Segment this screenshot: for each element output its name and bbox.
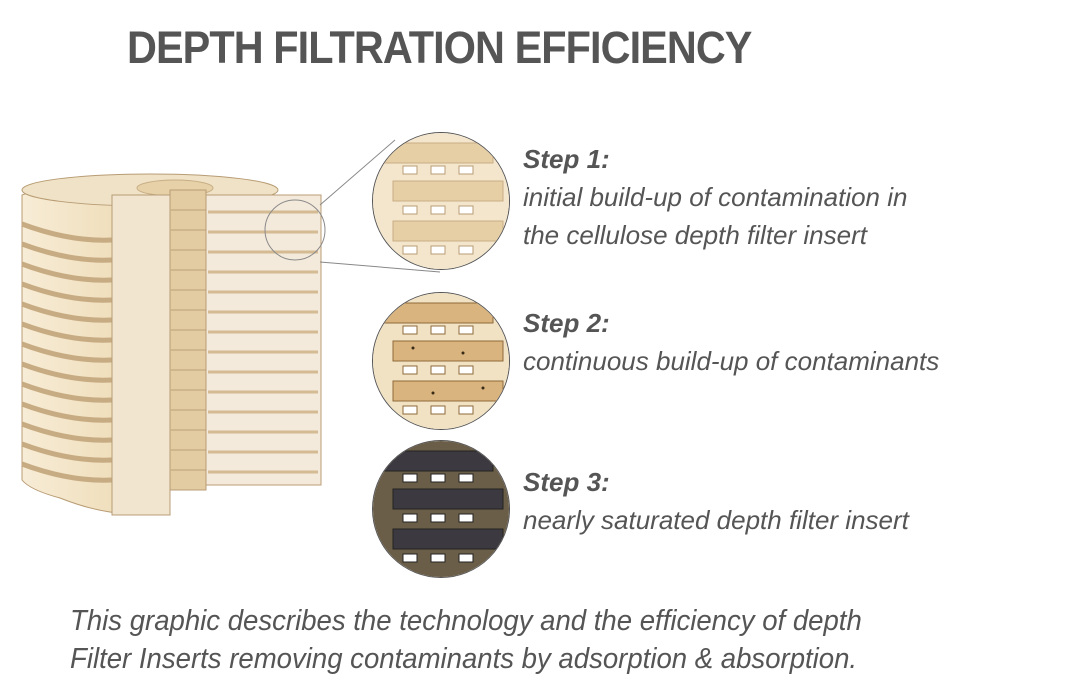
step-2: Step 2: continuous build-up of contamina… [523,304,939,380]
step-3: Step 3: nearly saturated depth filter in… [523,463,909,539]
step-1-line-1: initial build-up of contamination in [523,182,908,212]
caption: This graphic describes the technology an… [70,602,862,678]
caption-line-1: This graphic describes the technology an… [70,605,862,637]
step3-detail-circle [372,440,510,578]
step-3-line-1: nearly saturated depth filter insert [523,505,909,535]
step-2-line-1: continuous build-up of contaminants [523,346,940,376]
page-title: DEPTH FILTRATION EFFICIENCY [127,22,752,73]
step1-detail-circle [372,132,510,270]
step-3-label: Step 3: [523,467,610,497]
step-2-label: Step 2: [523,308,610,338]
filter-insert-illustration [21,173,326,516]
step-1-label: Step 1: [523,144,610,174]
step2-detail-circle [372,292,510,430]
caption-line-2: Filter Inserts removing contaminants by … [70,643,858,675]
step-1: Step 1: initial build-up of contaminatio… [523,140,907,254]
step-1-line-2: the cellulose depth filter insert [523,220,867,250]
